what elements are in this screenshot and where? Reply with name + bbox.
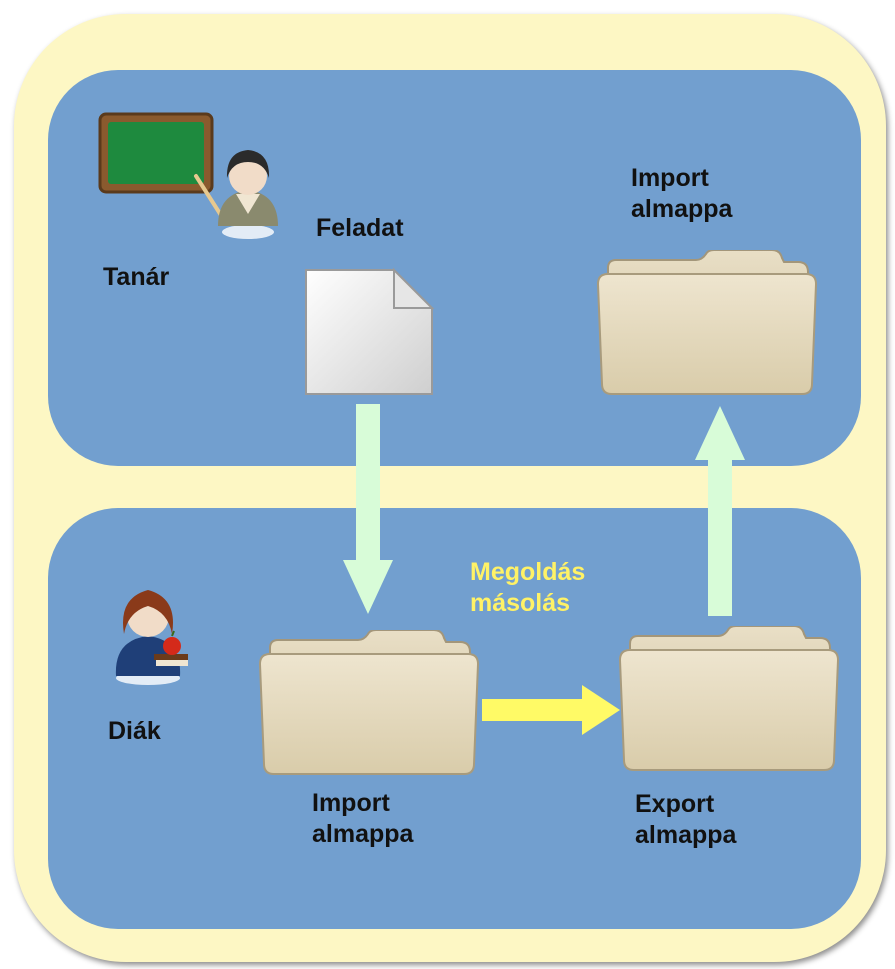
- arrow-up-icon: [695, 406, 745, 616]
- label-line: almappa: [631, 195, 733, 223]
- copy-solution-label: Megoldás másolás: [470, 557, 585, 619]
- folder-icon: [618, 626, 840, 771]
- student-export-folder-label: Export almappa: [635, 789, 736, 851]
- label-line: almappa: [312, 820, 414, 848]
- arrow-right-icon: [482, 685, 620, 735]
- teacher-import-folder-label: Import almappa: [631, 163, 732, 225]
- label-line: Import: [312, 789, 390, 817]
- label-line: Import: [631, 164, 709, 192]
- teacher-icon: [98, 112, 278, 239]
- document-icon: [305, 268, 435, 395]
- task-label: Feladat: [316, 214, 404, 242]
- label-line: másolás: [470, 589, 571, 617]
- student-icon: [115, 590, 188, 685]
- student-import-folder-label: Import almappa: [312, 788, 413, 850]
- label-line: Megoldás: [470, 558, 586, 586]
- label-line: Export: [635, 790, 715, 818]
- folder-icon: [258, 630, 480, 775]
- teacher-label: Tanár: [103, 263, 170, 291]
- folder-icon: [596, 250, 818, 395]
- student-label: Diák: [108, 717, 161, 745]
- arrow-down-icon: [343, 404, 393, 614]
- label-line: almappa: [635, 821, 737, 849]
